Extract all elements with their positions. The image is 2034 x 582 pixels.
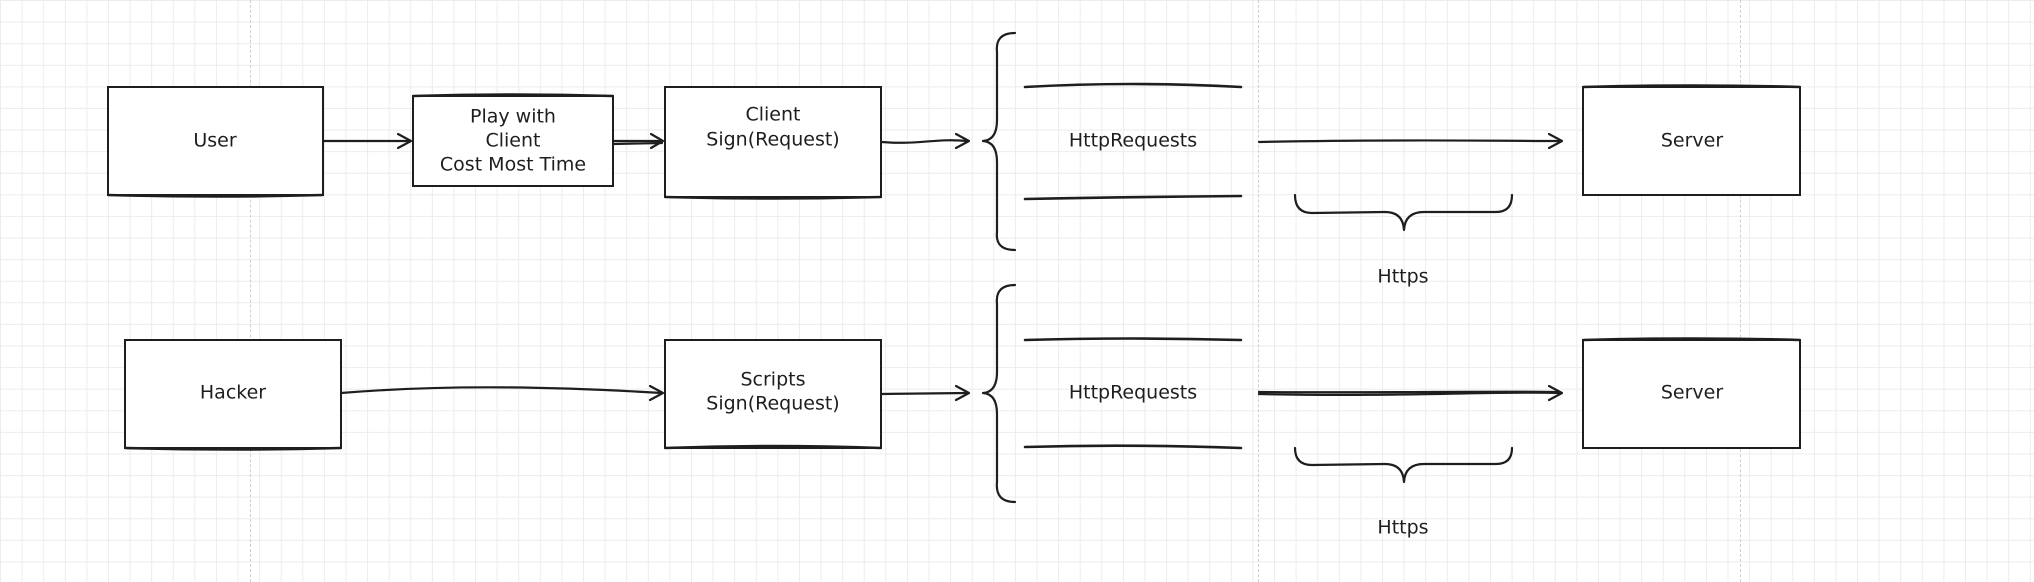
user-to-stage-arrow [321, 132, 413, 150]
requests-top-line [1023, 82, 1243, 89]
requests-bottom-line [1023, 194, 1243, 201]
requests-brace-left-row2 [981, 283, 1017, 504]
scripts-sign-node[interactable]: Scripts Sign(Request) [664, 339, 882, 450]
scripts-to-requests-arrow [879, 384, 971, 402]
stage-label-line-2: Client [485, 130, 540, 152]
client-sign-node[interactable]: Client Sign(Request) [664, 86, 882, 200]
requests-label: HttpRequests [1069, 130, 1197, 152]
hacker-to-scripts-arrow [339, 384, 665, 402]
requests-bottom-line-row2 [1023, 444, 1243, 450]
requests-to-server-arrow-row2 [1257, 384, 1564, 402]
stage-to-signer-arrow [611, 132, 665, 150]
stage-label-line-1: Play with [470, 106, 556, 128]
requests-to-server-arrow [1257, 132, 1564, 150]
http-requests-group: HttpRequests [1023, 82, 1243, 201]
server-node-top[interactable]: Server [1582, 84, 1801, 196]
signer-to-requests-arrow [879, 132, 971, 150]
https-label-bottom: Https [1377, 517, 1428, 539]
signer-label-line-1-row2: Scripts [740, 369, 805, 391]
user-label: User [193, 130, 236, 152]
user-node[interactable]: User [107, 86, 324, 198]
signer-label-line-2: Sign(Request) [706, 129, 839, 151]
https-brace-top [1293, 193, 1514, 232]
server-label-bottom: Server [1661, 382, 1723, 404]
https-label-top: Https [1377, 266, 1428, 288]
hacker-label: Hacker [200, 382, 266, 404]
requests-brace-left [981, 31, 1017, 252]
signer-label-line-2-row2: Sign(Request) [706, 393, 839, 415]
guide-line-left [250, 0, 251, 582]
requests-top-line-row2 [1023, 337, 1243, 342]
server-node-bottom[interactable]: Server [1582, 337, 1801, 449]
signer-label-line-1: Client [745, 104, 800, 126]
hacker-node[interactable]: Hacker [124, 339, 342, 451]
server-label-top: Server [1661, 130, 1723, 152]
requests-label-row2: HttpRequests [1069, 382, 1197, 404]
http-requests-group-row2: HttpRequests [1023, 337, 1243, 450]
guide-line-middle [1258, 0, 1259, 582]
guide-line-right [1740, 0, 1741, 582]
https-brace-bottom [1293, 446, 1514, 484]
stage-label-line-3: Cost Most Time [440, 154, 586, 176]
play-with-client-node[interactable]: Play with Client Cost Most Time [412, 93, 614, 187]
